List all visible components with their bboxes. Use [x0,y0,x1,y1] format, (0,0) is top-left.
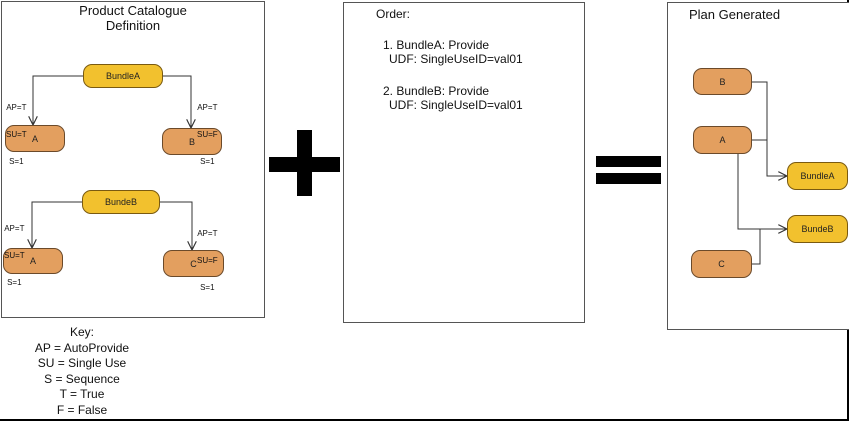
plan-bundleA-node: BundleA [787,162,848,190]
key-title: Key: [69,325,94,339]
order-item1-line1: 1. BundleA: Provide [383,38,490,52]
plan-component-B-node: B [693,68,752,95]
order-item2-line2: UDF: SingleUseID=val01 [389,98,523,112]
catalogue-component-A-node: A [5,125,65,152]
catalogue-title: Product Catalogue Definition [1,3,265,33]
key-ap: AP = AutoProvide [34,340,130,355]
equals-sign-bottom [596,173,661,184]
catalogue-component-C-node: C [163,250,224,277]
plan-bundleB-node: BundeB [787,215,848,243]
plan-title: Plan Generated [689,7,781,22]
equals-sign-top [596,156,661,167]
cond-right-top: AP=T SU=F S=1 [197,103,218,166]
order-item2-line1: 2. BundleB: Provide [383,84,490,98]
catalogue-component-A2-node: A [3,248,63,274]
cond-right-bottom: AP=T SU=F S=1 [197,229,218,292]
catalogue-title-line2: Definition [105,18,161,33]
plus-sign-vertical [297,130,312,196]
cond-left-top: AP=T SU=T S=1 [6,103,27,166]
order-title: Order: [376,7,411,21]
plan-component-A-node: A [693,126,752,154]
key-s: S = Sequence [44,371,120,386]
catalogue-title-line1: Product Catalogue [79,3,187,18]
catalogue-bundleB-node: BundeB [82,190,160,214]
catalogue-bundleA-node: BundleA [83,64,163,88]
cond-left-bottom: AP=T SU=T S=1 [4,224,25,287]
plan-component-C-node: C [691,250,752,278]
key-legend: Key: AP = AutoProvide SU = Single Use S … [0,325,164,418]
key-su: SU = Single Use [37,356,127,370]
catalogue-component-B-node: B [162,128,222,155]
key-t: T = True [59,387,105,401]
order-item1-line2: UDF: SingleUseID=val01 [389,52,523,66]
key-f: F = False [56,402,108,417]
order-panel [343,2,585,323]
